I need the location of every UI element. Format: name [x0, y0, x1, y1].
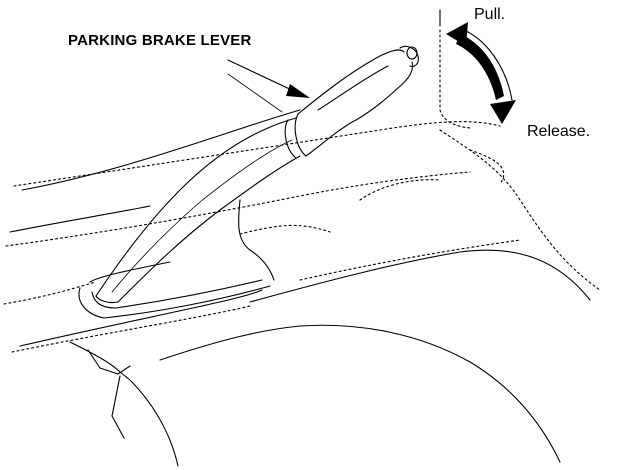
pull-arrowhead: [446, 22, 468, 46]
left-panel-inner: [87, 349, 131, 375]
shaft-underside: [238, 199, 275, 281]
handle-bottom: [305, 61, 414, 157]
collar-ring-2: [294, 113, 307, 157]
console-line-7: [239, 224, 331, 235]
lever-collar: [284, 113, 307, 159]
lever-handle: [297, 45, 419, 157]
left-panel: [69, 341, 179, 467]
collar-ring-1: [284, 119, 297, 159]
shaft-end: [95, 295, 119, 304]
console-line-2: [5, 171, 471, 247]
trim-line-mid: [9, 205, 151, 233]
console-lines: [3, 121, 601, 353]
release-button: [399, 45, 419, 68]
shaft-top-edge: [95, 117, 297, 297]
shaft-highlight: [111, 139, 293, 293]
release-label: Release.: [527, 123, 591, 140]
handle-top: [297, 49, 405, 115]
console-line-5: [299, 239, 521, 281]
curved-arrow-body: [456, 34, 504, 100]
console-line-4: [11, 305, 251, 353]
console-line-3: [3, 281, 97, 305]
leader-arrow: [227, 59, 310, 113]
console-line-8: [359, 179, 441, 201]
seat-outline: [249, 249, 591, 303]
pivot-line: [439, 29, 471, 129]
trim-line-upper: [21, 109, 301, 191]
slot-inner: [91, 279, 263, 309]
pull-release-arrow: [439, 9, 516, 129]
console-line-9: [469, 149, 505, 185]
pull-label: Pull.: [474, 6, 506, 23]
shaft-bottom-edge: [117, 155, 301, 303]
trim-lines: [9, 109, 591, 467]
seat-lower: [159, 324, 561, 463]
release-arrowhead: [490, 100, 516, 124]
leader-arrowhead: [286, 84, 310, 98]
curved-arrow-outline: [463, 29, 513, 101]
leader-line: [227, 59, 297, 93]
left-panel-edge: [111, 375, 125, 439]
leader-line-2: [227, 73, 283, 113]
release-button-cap: [406, 46, 418, 60]
trim-line-lower: [19, 289, 263, 347]
handle-grip-ridge: [317, 65, 389, 111]
slot-base: [89, 261, 171, 283]
lever-shaft: [95, 117, 301, 304]
slot-outer: [78, 285, 271, 319]
console-line-6: [439, 129, 601, 291]
lever-slot: [78, 261, 271, 319]
parking-brake-lever-label: PARKING BRAKE LEVER: [68, 32, 252, 49]
